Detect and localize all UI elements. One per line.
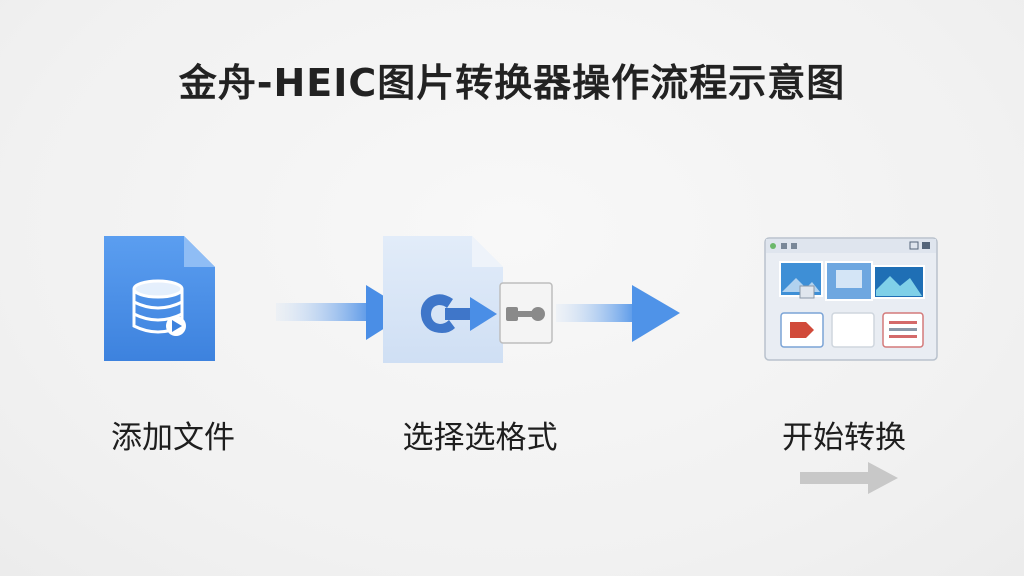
- format-convert-icon: [383, 236, 553, 363]
- file-database-icon: [104, 236, 215, 361]
- step-label-select-format: 选择选格式: [402, 420, 558, 456]
- next-arrow-gray: [800, 462, 898, 494]
- converter-window-icon: [764, 237, 938, 361]
- step-label-add-file: 添加文件: [111, 420, 235, 456]
- step-label-start-convert: 开始转换: [782, 420, 906, 456]
- flow-arrow-2: [556, 285, 680, 342]
- page-title: 金舟-HEIC图片转换器操作流程示意图: [178, 61, 846, 105]
